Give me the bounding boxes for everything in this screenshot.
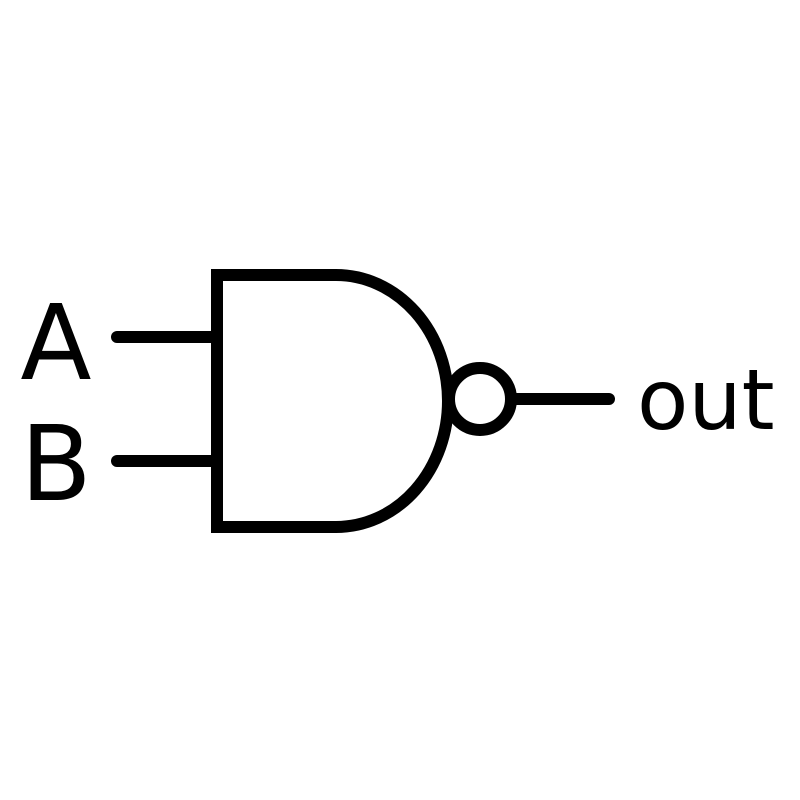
nand-gate-icon (211, 269, 454, 533)
inversion-bubble-icon (443, 362, 517, 436)
input-label-a: A (20, 282, 91, 404)
output-label: out (637, 351, 775, 449)
input-label-b: B (20, 403, 91, 525)
